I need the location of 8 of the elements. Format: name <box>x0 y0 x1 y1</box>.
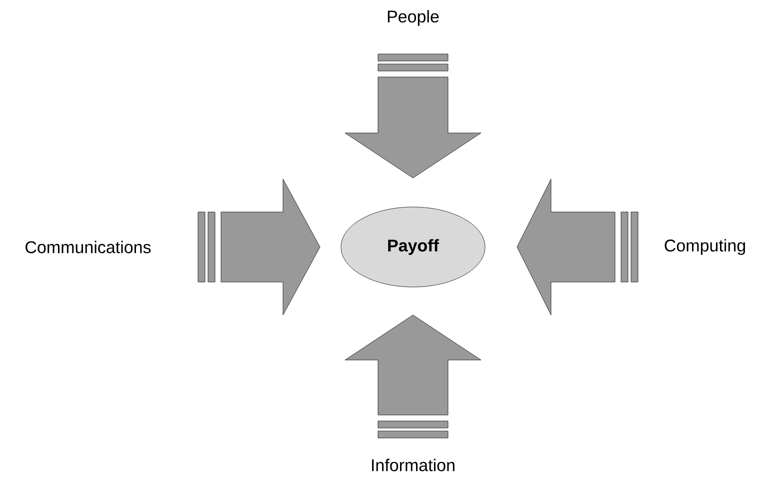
label-text: Computing <box>664 239 745 255</box>
label-text: Communications <box>26 240 151 254</box>
block-arrow <box>344 314 482 438</box>
label-text: Information <box>372 458 454 472</box>
block-arrow <box>198 178 320 316</box>
block-arrow <box>344 54 482 178</box>
label-text: People <box>388 10 439 26</box>
block-arrow <box>516 178 638 316</box>
